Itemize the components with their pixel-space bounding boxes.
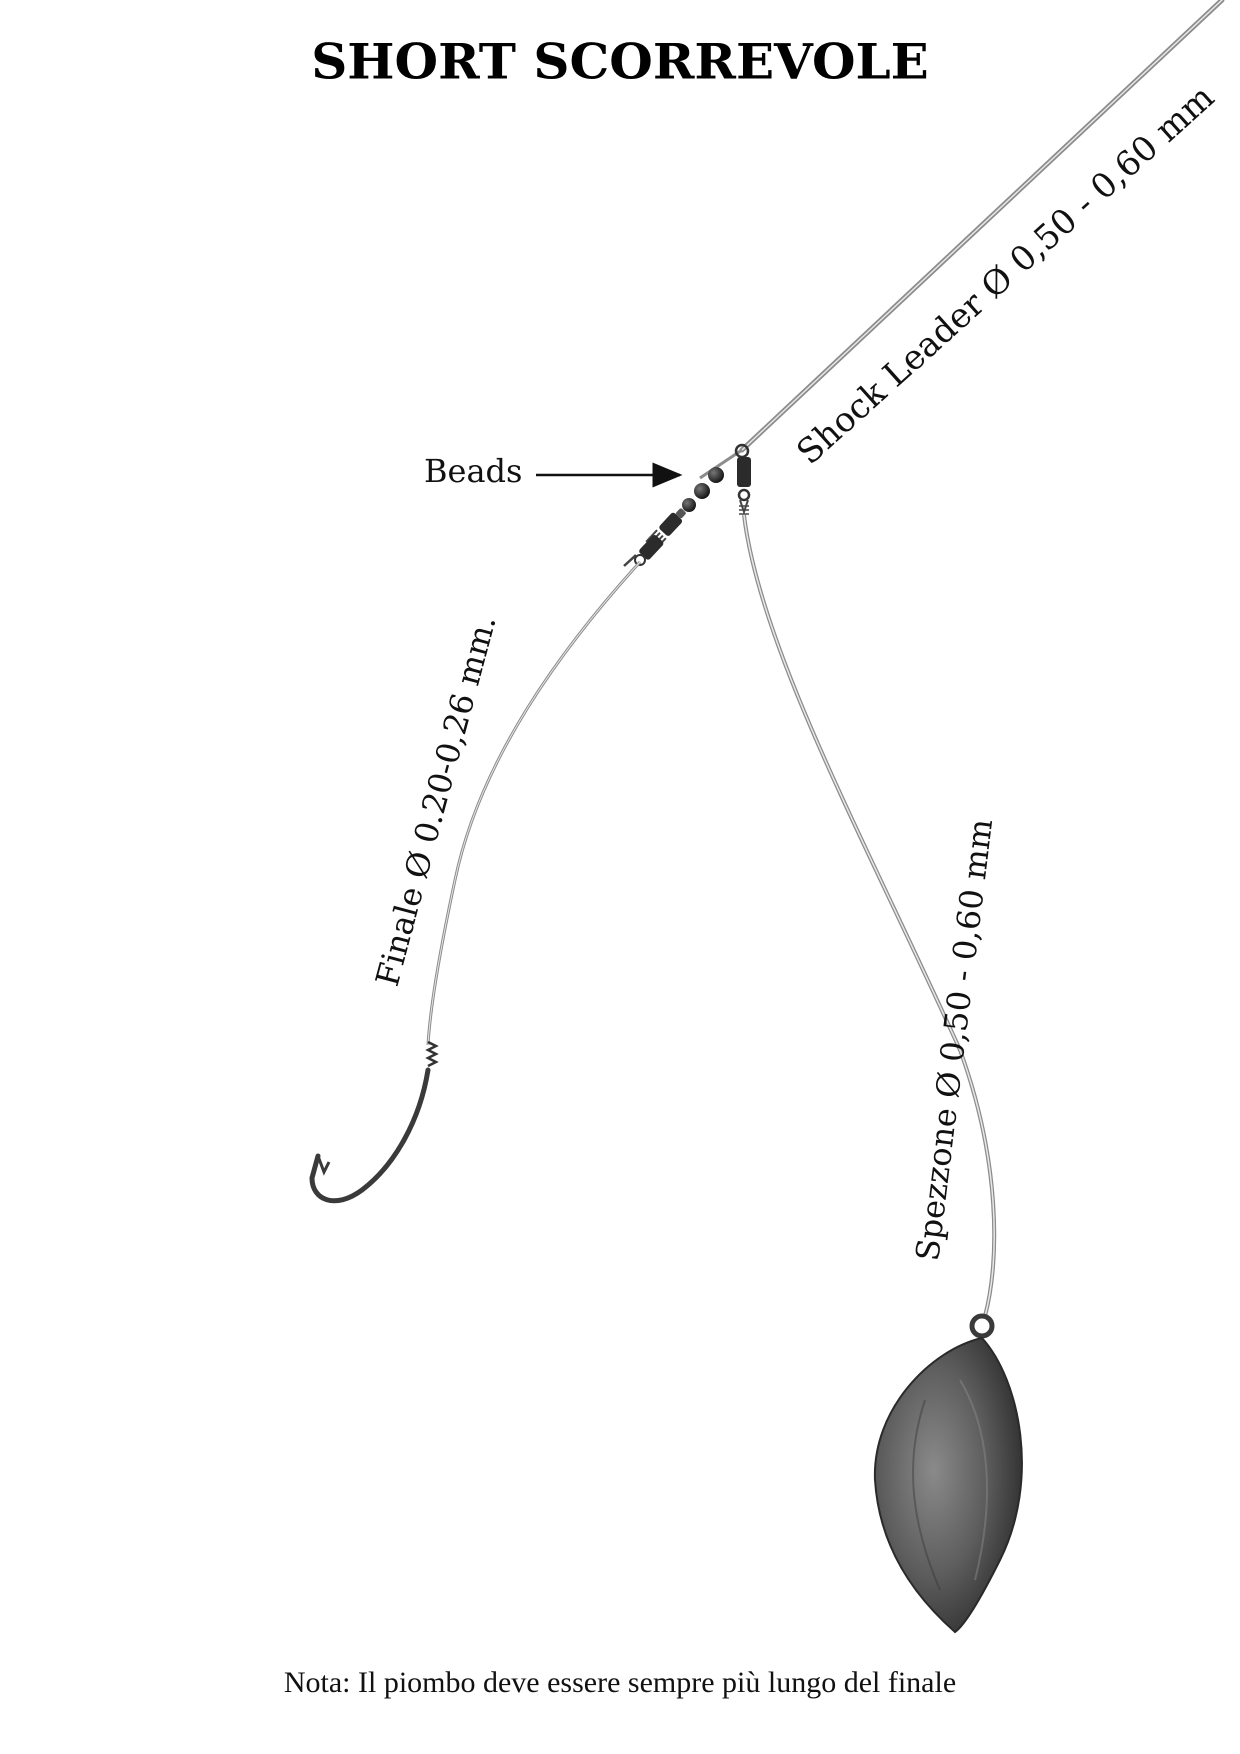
beads-label: Beads	[424, 452, 522, 490]
shock-leader-line	[699, 0, 1225, 480]
spezzone-label: Spezzone Ø 0,50 - 0,60 mm	[908, 817, 1000, 1263]
footer-note: Nota: Il piombo deve essere sempre più l…	[283, 1666, 957, 1699]
shock-leader-label: Shock Leader Ø 0,50 - 0,60 mm	[789, 77, 1222, 472]
spezzone-line	[742, 514, 997, 1317]
finale-line	[426, 560, 642, 1046]
sinker-icon	[873, 1313, 1023, 1634]
beads	[682, 467, 724, 512]
finale-swivel-icon	[623, 508, 686, 567]
swivel-icon	[734, 443, 751, 516]
hook-icon	[309, 1040, 439, 1204]
page-title: SHORT SCORREVOLE	[311, 32, 929, 91]
finale-label: Finale Ø 0.20-0,26 mm.	[368, 611, 504, 990]
